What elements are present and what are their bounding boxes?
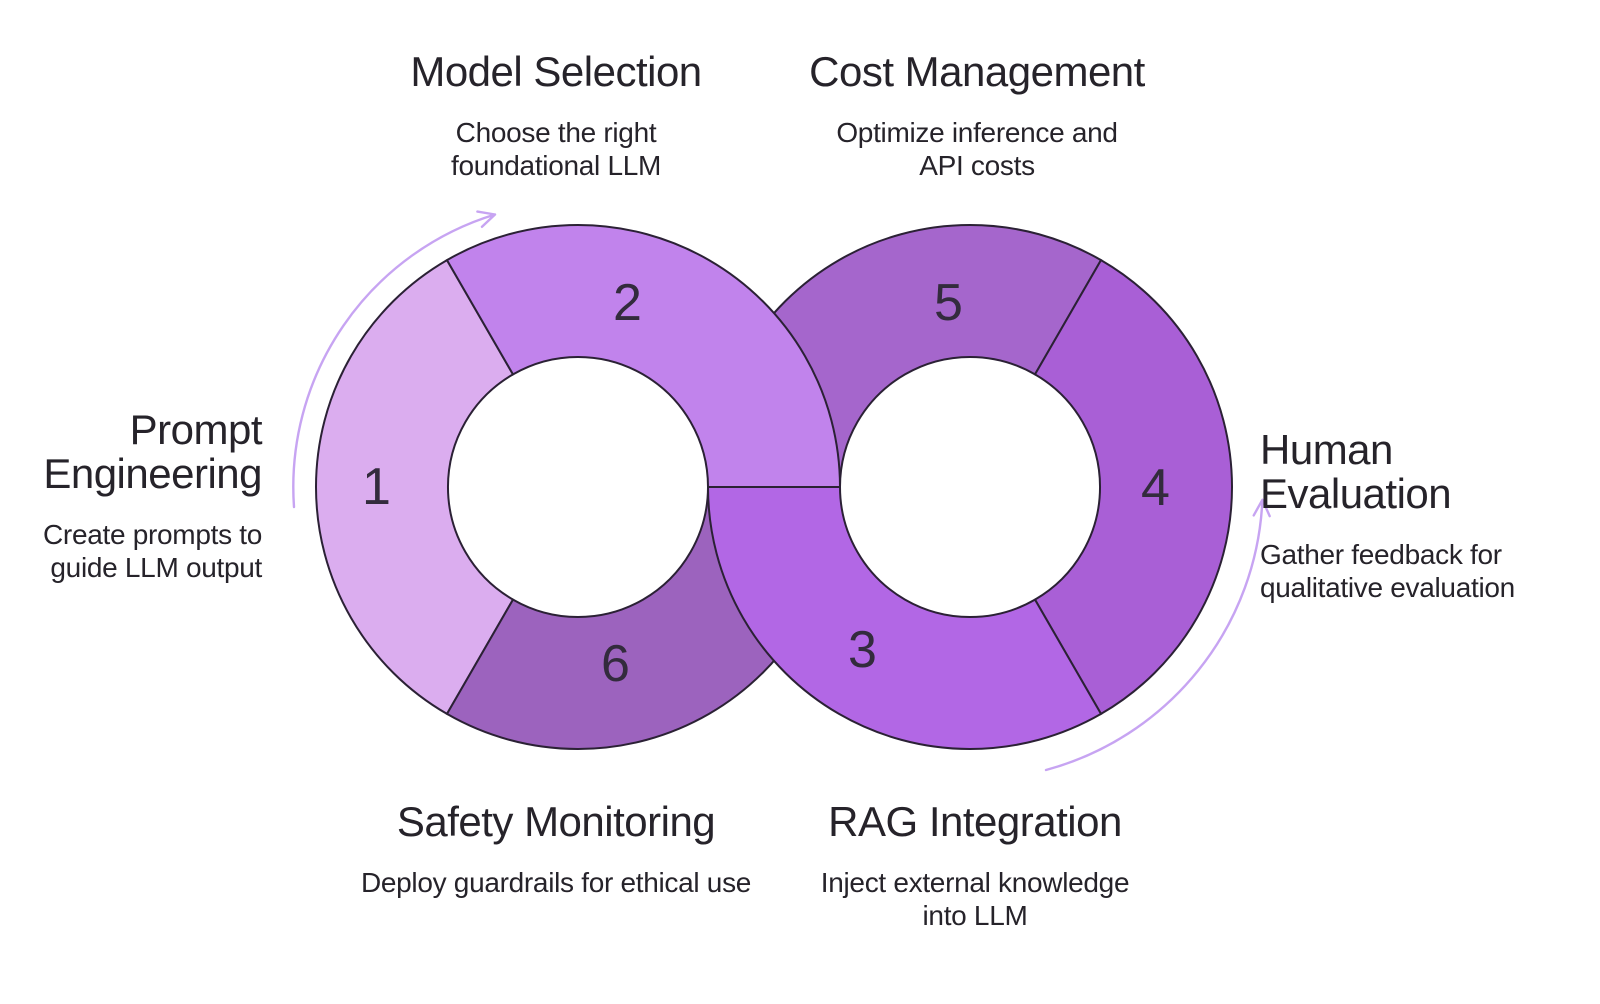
label-prompt-engineering: Prompt Engineering Create prompts to gui… — [0, 406, 263, 584]
clockwise-flow-arrow-right-icon — [1044, 498, 1271, 772]
clockwise-flow-arrow-left-icon — [292, 210, 497, 509]
label-human-evaluation: Human Evaluation Gather feedback for qua… — [1260, 428, 1580, 604]
stage-title: Safety Monitoring — [396, 798, 716, 845]
stage-subtitle: Inject external knowledge into LLM — [820, 867, 1130, 931]
stage-subtitle: Deploy guardrails for ethical use — [360, 867, 752, 898]
label-model-selection: Model Selection Choose the right foundat… — [356, 50, 756, 182]
label-safety-monitoring: Safety Monitoring Deploy guardrails for … — [326, 800, 786, 899]
segment-number-4: 4 — [1141, 459, 1170, 517]
segment-4-human-evaluation — [1033, 258, 1233, 716]
stage-title: Prompt Engineering — [43, 406, 262, 497]
segment-number-3: 3 — [848, 621, 877, 679]
stage-subtitle: Optimize inference and API costs — [836, 117, 1118, 181]
segment-1-prompt-engineering — [315, 258, 515, 716]
segment-number-1: 1 — [362, 458, 391, 516]
label-cost-management: Cost Management Optimize inference and A… — [777, 50, 1177, 182]
segment-number-5: 5 — [934, 274, 963, 332]
segment-number-2: 2 — [613, 274, 642, 332]
stage-subtitle: Create prompts to guide LLM output — [43, 519, 262, 583]
stage-subtitle: Choose the right foundational LLM — [450, 117, 662, 181]
stage-subtitle: Gather feedback for qualitative evaluati… — [1260, 539, 1515, 603]
label-rag-integration: RAG Integration Inject external knowledg… — [745, 800, 1205, 932]
stage-title: Human Evaluation — [1260, 426, 1452, 517]
segment-number-6: 6 — [601, 635, 630, 693]
segment-2-model-selection — [445, 224, 842, 488]
stage-title: Model Selection — [410, 48, 702, 95]
stage-title: Cost Management — [809, 48, 1145, 95]
stage-title: RAG Integration — [828, 798, 1122, 845]
segment-3-rag-integration — [706, 486, 1103, 750]
